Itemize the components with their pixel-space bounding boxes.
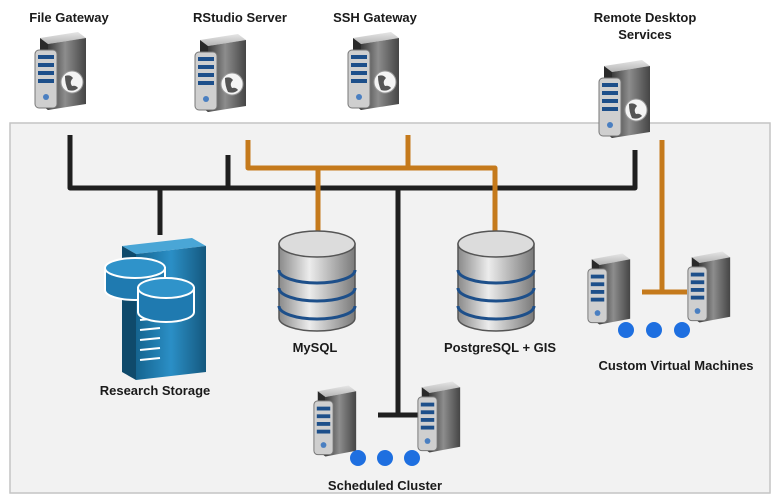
file-gateway-server-icon [34,31,87,111]
cluster-right-server-icon [417,381,461,454]
custom-vms-label: Custom Virtual Machines [598,358,754,373]
ssh-gateway-server-icon [347,31,400,111]
remote-desktop-label-line1: Remote Desktop [593,10,697,25]
cluster-dots [350,450,420,466]
black-network-lines [67,135,638,418]
postgresql-label: PostgreSQL + GIS [443,340,557,355]
custom-vm-dots [618,322,690,338]
research-storage-label: Research Storage [99,383,211,398]
rstudio-server-label: RStudio Server [193,10,287,25]
custom-vm-left-server-icon [587,253,631,326]
research-storage-icon [104,238,206,380]
rstudio-server-icon [194,33,247,113]
custom-vm-right-server-icon [687,251,731,324]
remote-desktop-label-line2: Services [618,27,672,42]
orange-network-lines [245,135,687,295]
scheduled-cluster-label: Scheduled Cluster [327,478,443,493]
postgresql-database-icon [456,230,536,333]
ssh-gateway-label: SSH Gateway [333,10,417,25]
remote-desktop-server-icon [598,59,651,139]
mysql-label: MySQL [292,340,338,355]
mysql-database-icon [277,230,357,333]
file-gateway-label: File Gateway [29,10,109,25]
cluster-left-server-icon [313,385,357,458]
